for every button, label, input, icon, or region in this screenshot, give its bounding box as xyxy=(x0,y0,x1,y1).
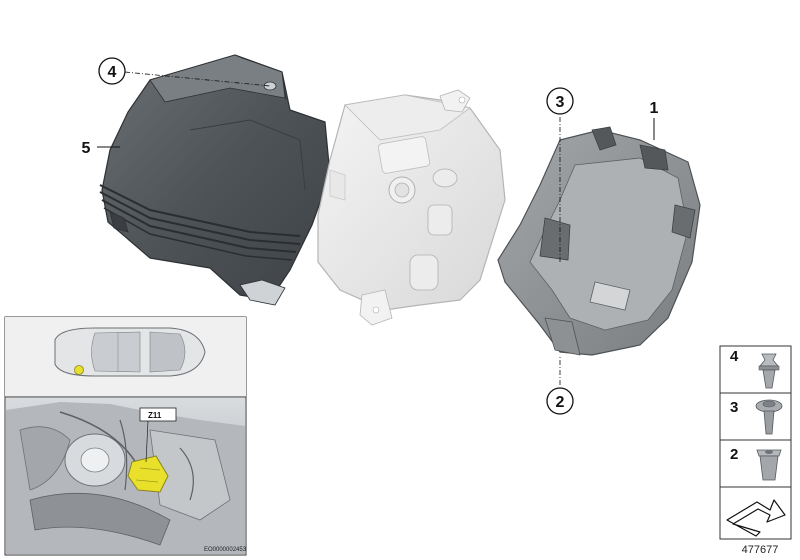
diagram-id: 477677 xyxy=(742,544,779,556)
legend-row-3-number: 3 xyxy=(730,399,738,416)
legend-arrow-row xyxy=(726,499,786,537)
legend-row-4-number: 4 xyxy=(730,348,739,365)
direction-arrow-icon xyxy=(726,499,786,537)
locator-inset: Z11 EO0000002453 xyxy=(4,316,247,556)
legend-row-4: 4 xyxy=(730,348,780,389)
callout-1-label: 1 xyxy=(650,100,659,117)
callout-3-label: 3 xyxy=(556,94,565,111)
control-module-part xyxy=(317,89,506,326)
vehicle-top-view xyxy=(54,327,206,377)
push-clip-icon xyxy=(758,353,780,389)
callout-3: 3 xyxy=(546,87,574,115)
zone-label-box xyxy=(139,407,177,422)
location-marker-dot xyxy=(74,365,84,375)
leader-line-4 xyxy=(124,71,271,87)
legend-row-2-number: 2 xyxy=(730,446,738,463)
mounting-bracket-part xyxy=(497,126,701,356)
expanding-rivet-icon xyxy=(755,399,783,435)
callout-4: 4 xyxy=(98,57,126,85)
callout-5-label: 5 xyxy=(82,140,91,157)
callout-2: 2 xyxy=(546,387,574,415)
callout-4-label: 4 xyxy=(108,64,117,81)
legend-row-2: 2 xyxy=(730,446,782,481)
highlighted-component xyxy=(127,455,169,493)
nut-insert-icon xyxy=(756,449,782,481)
housing-cover-part xyxy=(99,54,331,306)
inset-image-code: EO0000002453 xyxy=(204,547,247,553)
legend-row-3: 3 xyxy=(730,399,783,435)
callout-2-label: 2 xyxy=(556,394,565,411)
zone-label: Z11 xyxy=(148,411,162,420)
engine-bay-view: Z11 xyxy=(6,398,245,554)
fastener-legend: 4 3 2 xyxy=(719,345,792,540)
